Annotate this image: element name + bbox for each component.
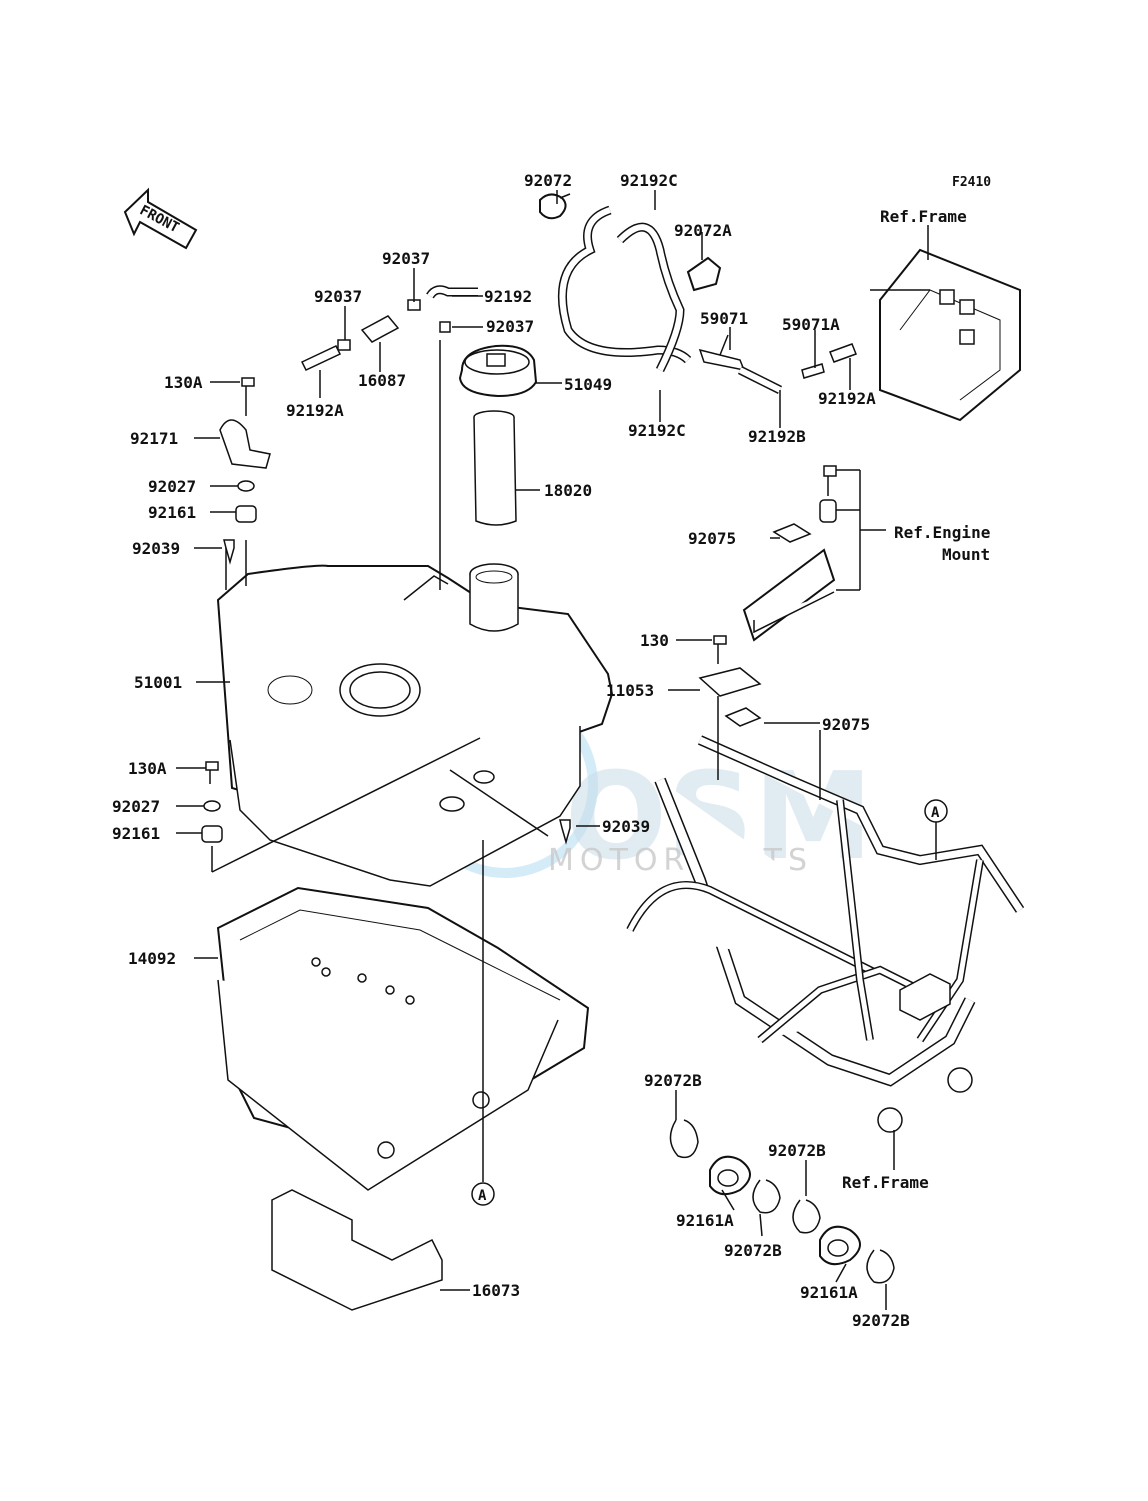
leader-lines: [176, 190, 937, 1310]
callout-a-bottom: A: [478, 1188, 487, 1204]
label-11053: 11053: [606, 681, 654, 700]
label-92039-right: 92039: [602, 817, 650, 836]
label-130a-bottom: 130A: [128, 759, 167, 778]
front-arrow-icon: FRONT: [123, 187, 198, 250]
small-fasteners-left: [201, 377, 571, 845]
label-18020: 18020: [544, 481, 592, 500]
label-92075-top: 92075: [688, 529, 736, 548]
label-ref-engine: Ref.Engine: [894, 523, 990, 542]
label-92027-bottom: 92027: [112, 797, 160, 816]
frame-top-right: [870, 248, 1021, 422]
label-59071: 59071: [700, 309, 748, 328]
label-92037-right: 92037: [486, 317, 534, 336]
label-14092: 14092: [128, 949, 176, 968]
callout-markers: A A: [471, 799, 948, 1206]
label-59071a: 59071A: [782, 315, 840, 334]
tank-tray: [216, 886, 590, 1191]
label-92171: 92171: [130, 429, 178, 448]
label-ref-mount: Mount: [942, 545, 990, 564]
label-92072b-c: 92072B: [724, 1241, 782, 1260]
hose-assembly: [300, 193, 857, 395]
label-92027-top: 92027: [148, 477, 196, 496]
fuel-cap: [458, 344, 538, 398]
label-51049: 51049: [564, 375, 612, 394]
label-92072b-d: 92072B: [852, 1311, 910, 1330]
label-92161a-left: 92161A: [676, 1211, 734, 1230]
label-92192: 92192: [484, 287, 532, 306]
label-92161-top: 92161: [148, 503, 196, 522]
label-92075-bottom: 92075: [822, 715, 870, 734]
label-92192c-bottom: 92192C: [628, 421, 686, 440]
filler-tube: [473, 410, 517, 526]
label-92192a-right: 92192A: [818, 389, 876, 408]
label-92037-left: 92037: [314, 287, 362, 306]
label-130: 130: [640, 631, 669, 650]
label-ref-frame-top: Ref.Frame: [880, 207, 967, 226]
label-92192b: 92192B: [748, 427, 806, 446]
label-92072: 92072: [524, 171, 572, 190]
pad-sheet: [271, 1189, 443, 1311]
label-92072b-a: 92072B: [644, 1071, 702, 1090]
label-92039-left: 92039: [132, 539, 180, 558]
label-92192c-top: 92192C: [620, 171, 678, 190]
figure-code: F2410: [952, 175, 991, 190]
label-16087: 16087: [358, 371, 406, 390]
part-labels: 92072 92192C 92072A 92037 92192 92037 92…: [112, 171, 990, 1330]
label-16073: 16073: [472, 1281, 520, 1300]
frame: [626, 735, 1025, 1133]
bottom-clamps: [669, 1119, 895, 1284]
label-92072b-b: 92072B: [768, 1141, 826, 1160]
engine-mount: [698, 465, 837, 727]
callout-a-right: A: [931, 805, 940, 821]
label-92192a-left: 92192A: [286, 401, 344, 420]
label-92161-bottom: 92161: [112, 824, 160, 843]
label-130a-top: 130A: [164, 373, 203, 392]
label-ref-frame-bottom: Ref.Frame: [842, 1173, 929, 1192]
label-92161a-right: 92161A: [800, 1283, 858, 1302]
label-92037-top: 92037: [382, 249, 430, 268]
fuel-tank: [216, 563, 614, 887]
label-92072a: 92072A: [674, 221, 732, 240]
label-51001: 51001: [134, 673, 182, 692]
